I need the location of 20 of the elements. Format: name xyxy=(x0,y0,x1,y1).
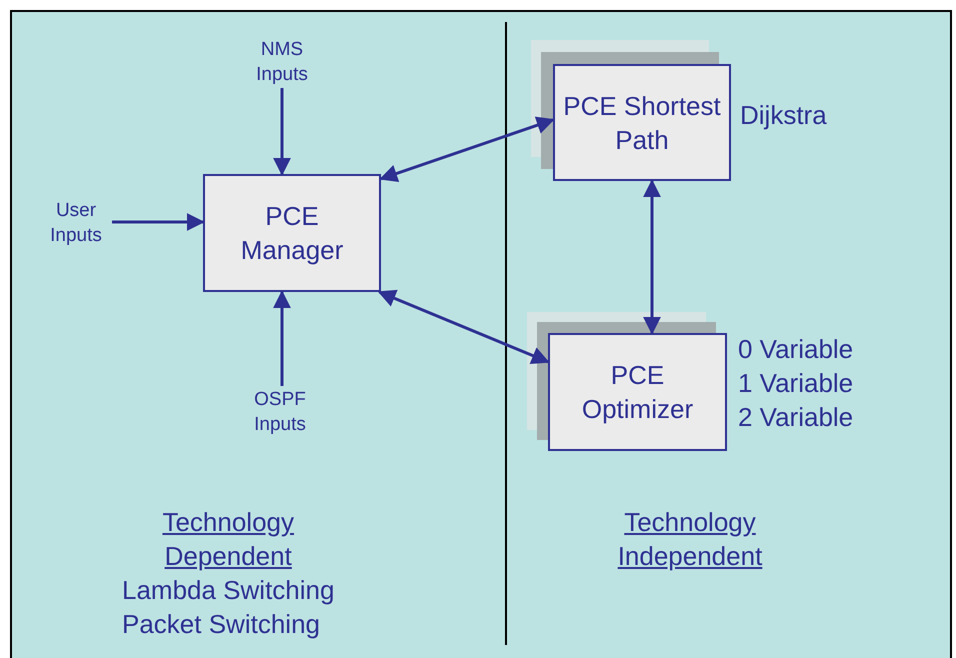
process-box: PCE Optimizer xyxy=(548,333,727,451)
technology-note: Packet Switching xyxy=(122,608,320,641)
arrow xyxy=(273,88,291,176)
section-heading: Technology Dependent xyxy=(161,506,295,573)
input-label: User Inputs xyxy=(40,197,112,249)
arrow xyxy=(378,290,550,364)
side-note: Dijkstra xyxy=(740,99,827,132)
process-box: PCE Manager xyxy=(203,174,381,292)
arrow xyxy=(643,179,661,335)
input-label: NMS Inputs xyxy=(242,36,322,88)
arrow xyxy=(112,213,205,231)
arrow xyxy=(379,116,555,182)
technology-note: Lambda Switching xyxy=(122,574,334,607)
side-note: 1 Variable xyxy=(738,367,854,400)
side-note: 0 Variable xyxy=(738,333,854,366)
process-box: PCE Shortest Path xyxy=(553,64,731,181)
arrow xyxy=(273,290,291,386)
section-heading: Technology Independent xyxy=(616,506,764,573)
side-note: 2 Variable xyxy=(738,401,854,434)
input-label: OSPF Inputs xyxy=(240,386,320,438)
